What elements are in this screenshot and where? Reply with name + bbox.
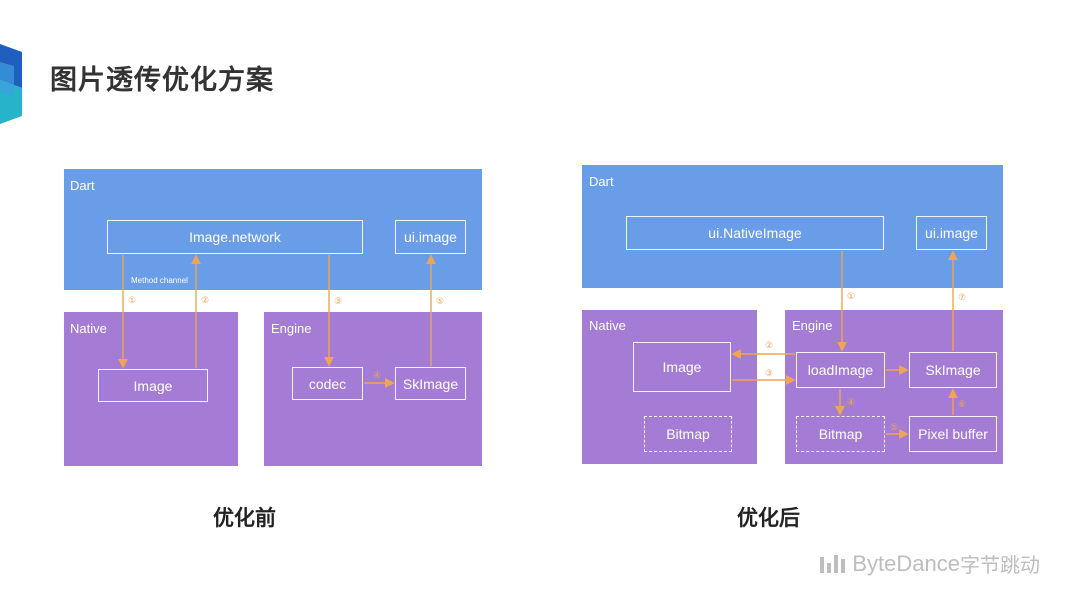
bytedance-cn-name: 字节跳动 (960, 555, 1040, 577)
right-step-1: ① (847, 292, 855, 302)
right-caption: 优化后 (737, 507, 800, 530)
left-skimage-box: SkImage (395, 367, 466, 400)
right-ui-image-box: ui.image (916, 216, 987, 250)
left-engine-label: Engine (271, 321, 312, 336)
left-image-network-box: Image.network (107, 220, 363, 254)
right-dart-region: Dart (582, 165, 1003, 288)
left-method-channel-label: Method channel (131, 276, 188, 285)
right-native-region: Native (582, 310, 757, 464)
left-flow-arrows: Method channel ① ② ③ ④ ⑤ (118, 254, 444, 388)
left-native-label: Native (70, 321, 107, 336)
right-flow-arrows: ① ② ③ ④ ⑤ ⑥ ⑦ (731, 250, 966, 439)
left-engine-region: Engine (264, 312, 482, 466)
bytedance-brand: ByteDance 字节跳动 (820, 549, 1040, 578)
left-step-1: ① (128, 296, 136, 306)
left-codec-box: codec (292, 367, 363, 400)
corner-logo-icon (0, 44, 22, 124)
left-native-region: Native (64, 312, 238, 466)
right-bitmap-native-box: Bitmap (644, 416, 732, 452)
left-dart-label: Dart (70, 178, 95, 193)
left-caption: 优化前 (213, 507, 276, 530)
right-step-2: ② (765, 341, 773, 351)
left-step-5: ⑤ (436, 297, 444, 307)
left-step-2: ② (201, 296, 209, 306)
right-load-image-box: loadImage (796, 352, 885, 388)
bytedance-logo-icon (820, 554, 846, 573)
bytedance-name: ByteDance (852, 550, 960, 576)
right-image-box: Image (633, 342, 731, 392)
left-image-box: Image (98, 369, 208, 402)
right-engine-label: Engine (792, 318, 833, 333)
left-dart-region: Dart (64, 169, 482, 290)
right-skimage-box: SkImage (909, 352, 997, 388)
left-ui-image-box: ui.image (395, 220, 466, 254)
left-step-3: ③ (334, 297, 342, 307)
page-title: 图片透传优化方案 (50, 65, 274, 95)
right-native-label: Native (589, 318, 626, 333)
right-step-3: ③ (765, 369, 773, 379)
right-bitmap-engine-box: Bitmap (796, 416, 885, 452)
right-step-6: ⑥ (958, 400, 966, 410)
right-step-5: ⑤ (890, 423, 898, 433)
right-pixel-buffer-box: Pixel buffer (909, 416, 997, 452)
right-step-7: ⑦ (958, 293, 966, 303)
right-step-4: ④ (847, 398, 855, 408)
right-dart-label: Dart (589, 174, 614, 189)
left-step-4: ④ (373, 371, 381, 381)
right-ui-native-image-box: ui.NativeImage (626, 216, 884, 250)
